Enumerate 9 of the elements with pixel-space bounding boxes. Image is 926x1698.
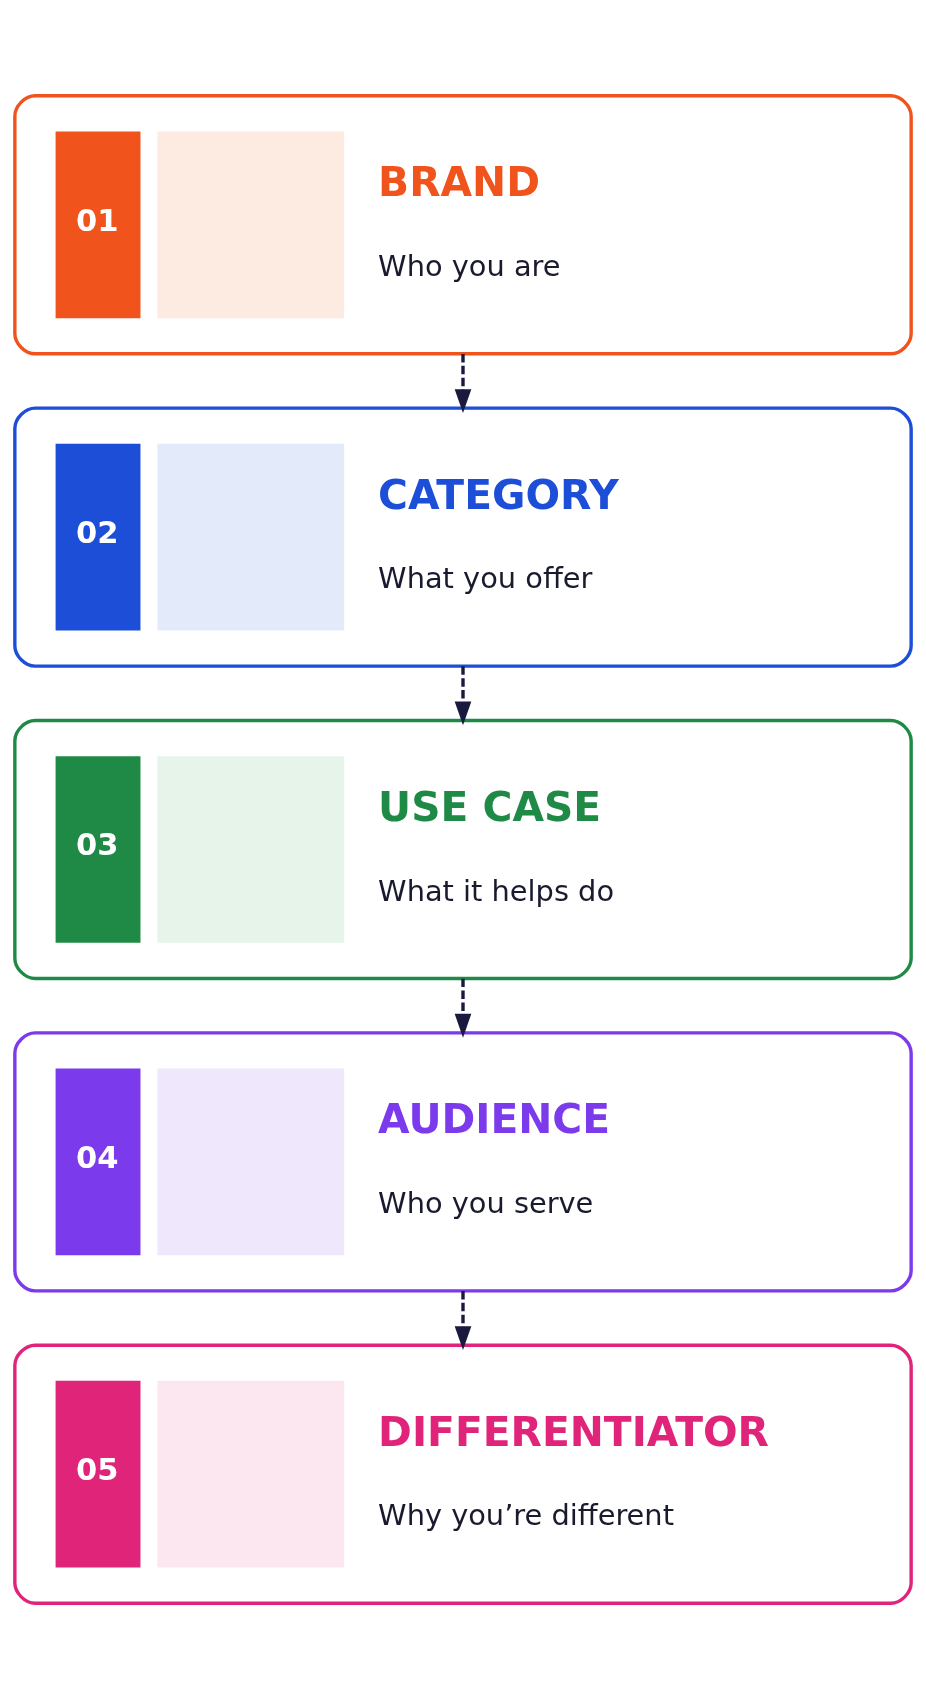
node-box: 05 DIFFERENTIATOR Why you’re different: [13, 1343, 913, 1605]
node-box: 03 USE CASE What it helps do: [13, 718, 913, 980]
arrow: [454, 665, 472, 725]
arrow: [454, 1290, 472, 1350]
node-box: 01 BRAND Who you are: [13, 93, 913, 355]
arrow: [454, 978, 472, 1038]
node-box: 04 AUDIENCE Who you serve: [13, 1030, 913, 1293]
arrow: [454, 353, 472, 413]
node-box: 02 CATEGORY What you offer: [13, 405, 913, 668]
